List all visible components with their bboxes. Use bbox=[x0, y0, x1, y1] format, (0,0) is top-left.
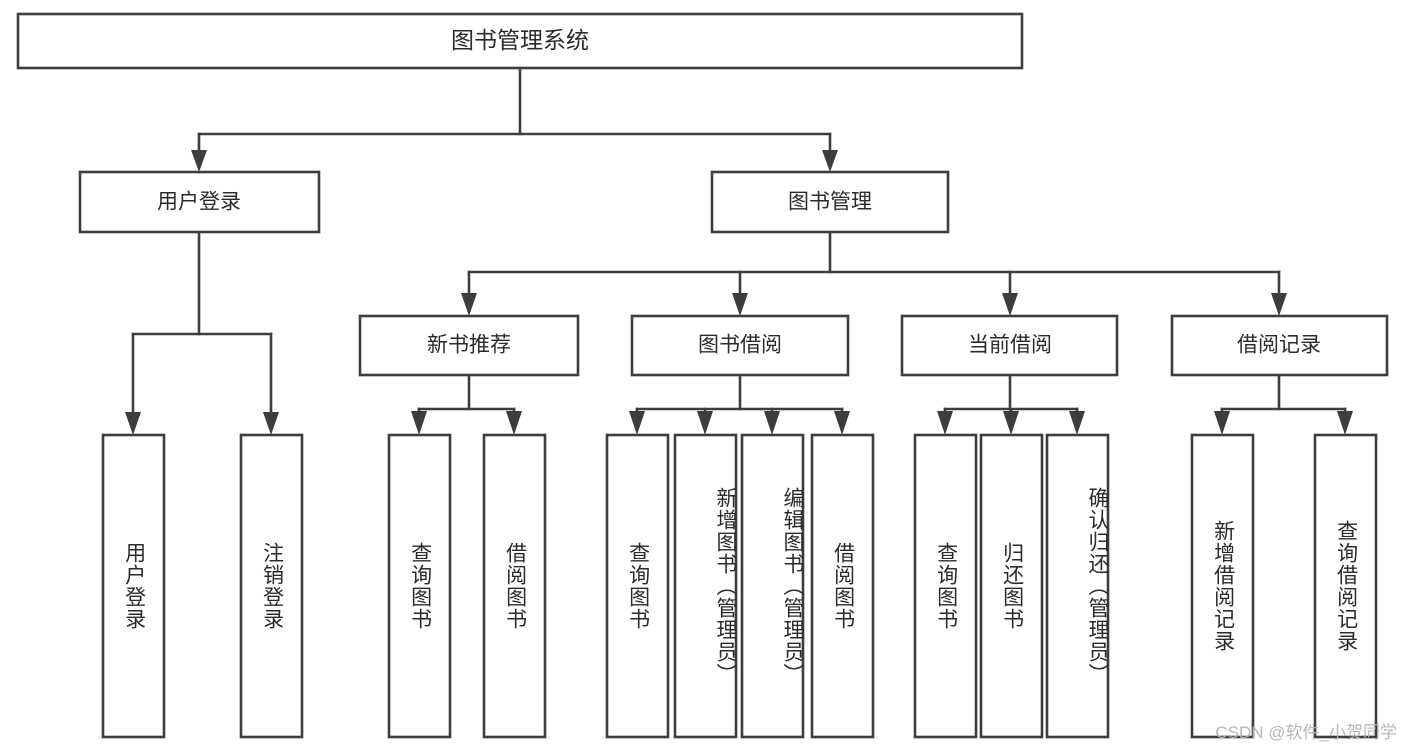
arrowhead-borrow-leaf3 bbox=[764, 411, 780, 435]
node-leaf-用户登录-0[interactable] bbox=[101, 433, 166, 739]
node-leaf-图书借阅-3[interactable] bbox=[810, 433, 875, 739]
arrowhead-user-login bbox=[191, 150, 207, 172]
node-label-root: 图书管理系统 bbox=[451, 27, 589, 53]
arrowhead-current bbox=[1002, 293, 1018, 316]
arrowhead-newbook-leaf1 bbox=[411, 411, 427, 435]
connector-layer bbox=[125, 66, 1353, 435]
node-l1-图书管理[interactable] bbox=[710, 170, 950, 234]
node-label-l1-1: 图书管理 bbox=[788, 191, 872, 214]
node-l1-用户登录[interactable] bbox=[78, 170, 321, 234]
node-label-l1-0: 用户登录 bbox=[157, 191, 241, 214]
node-leaf-借阅记录-0[interactable] bbox=[1190, 433, 1255, 739]
node-l2-新书推荐[interactable] bbox=[358, 314, 580, 377]
node-leaf-当前借阅-0[interactable] bbox=[913, 433, 978, 739]
arrowhead-current-leaf2 bbox=[1003, 411, 1019, 435]
node-leaf-用户登录-1[interactable] bbox=[239, 433, 304, 739]
arrowhead-user-login-leaf1 bbox=[125, 412, 141, 435]
arrowhead-record-leaf1 bbox=[1214, 411, 1230, 435]
node-leaf-图书借阅-2[interactable] bbox=[740, 433, 805, 739]
arrowhead-book-mgmt bbox=[822, 150, 838, 172]
node-l2-借阅记录[interactable] bbox=[1170, 314, 1389, 377]
arrowhead-current-leaf1 bbox=[937, 411, 953, 435]
node-leaf-新书推荐-1[interactable] bbox=[482, 433, 547, 739]
node-l2-图书借阅[interactable] bbox=[630, 314, 850, 377]
node-label-l2-1: 图书借阅 bbox=[698, 334, 782, 357]
node-layer: 图书管理系统 用户登录 图书管理 新书推荐 图书借阅 当前借阅 借阅记录 bbox=[16, 12, 1389, 739]
node-label-l2-0: 新书推荐 bbox=[427, 334, 511, 357]
arrowhead-newbook bbox=[461, 293, 477, 316]
arrowhead-borrow bbox=[732, 293, 748, 316]
node-label-l2-2: 当前借阅 bbox=[968, 334, 1052, 357]
arrowhead-record bbox=[1271, 293, 1287, 316]
node-leaf-新书推荐-0[interactable] bbox=[387, 433, 452, 739]
node-label-l2-3: 借阅记录 bbox=[1237, 334, 1321, 357]
arrowhead-borrow-leaf2 bbox=[697, 411, 713, 435]
node-leaf-图书借阅-0[interactable] bbox=[605, 433, 670, 739]
arrowhead-newbook-leaf2 bbox=[506, 411, 522, 435]
arrowhead-borrow-leaf4 bbox=[834, 411, 850, 435]
arrowhead-current-leaf3 bbox=[1069, 411, 1085, 435]
node-root-图书管理系统[interactable] bbox=[16, 12, 1024, 70]
node-leaf-图书借阅-1[interactable] bbox=[673, 433, 738, 739]
node-leaf-借阅记录-1[interactable] bbox=[1313, 433, 1378, 739]
arrowhead-user-login-leaf2 bbox=[263, 412, 279, 435]
arrowhead-record-leaf2 bbox=[1337, 411, 1353, 435]
node-leaf-当前借阅-1[interactable] bbox=[979, 433, 1044, 739]
node-l2-当前借阅[interactable] bbox=[900, 314, 1119, 377]
arrowhead-borrow-leaf1 bbox=[629, 411, 645, 435]
node-leaf-当前借阅-2[interactable] bbox=[1045, 433, 1110, 739]
